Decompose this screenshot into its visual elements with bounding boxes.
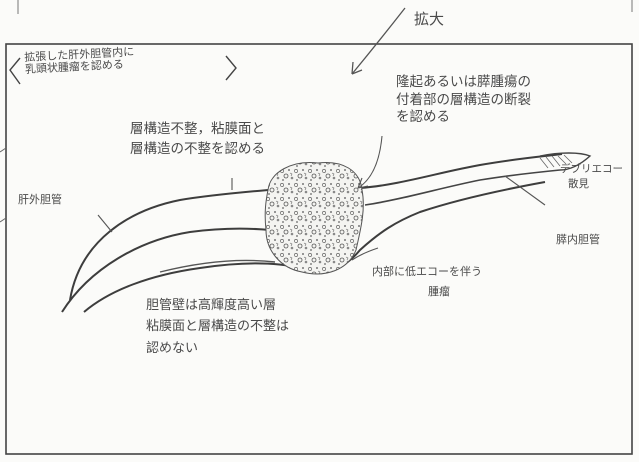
label-wall-note: 胆管壁は高輝度高い層 粘膜面と層構造の不整は 認めない bbox=[146, 295, 289, 359]
bracket-right bbox=[225, 55, 237, 81]
leader-lines bbox=[97, 135, 546, 261]
label-extrahepatic-duct: 肝外胆管 bbox=[18, 193, 62, 206]
bracket-left bbox=[9, 57, 21, 85]
label-debris-echo-line: デブリエコー bbox=[560, 163, 623, 175]
arrow-icon bbox=[351, 7, 406, 75]
mass-illustration bbox=[264, 161, 364, 275]
hatching bbox=[539, 154, 573, 169]
label-debris-echo-line: 散見 bbox=[568, 178, 589, 191]
label-internal-echo-line: 内部に低エコーを伴う bbox=[372, 265, 482, 278]
label-pancreatic-rupture-line: を認める bbox=[396, 109, 450, 126]
label-wall-note-line: 胆管壁は高輝度高い層 bbox=[146, 298, 277, 313]
label-enlarged: 拡大 bbox=[414, 10, 445, 28]
duct-outline-bottom-2 bbox=[159, 259, 276, 273]
duct-end bbox=[539, 152, 592, 171]
label-pancreatic-rupture-line: 隆起あるいは膵腫瘍の bbox=[396, 74, 531, 90]
label-internal-echo-line: 腫瘤 bbox=[428, 284, 450, 298]
duct-outline-upper-right-2 bbox=[364, 169, 561, 206]
label-wall-note-line: 粘膜面と層構造の不整は bbox=[146, 319, 290, 335]
tick-mark bbox=[0, 147, 7, 153]
label-pancreatic-rupture-line: 付着部の層構造の断裂 bbox=[396, 91, 531, 108]
label-pancreatic-rupture: 隆起あるいは膵腫瘍の 付着部の層構造の断裂 を認める bbox=[396, 74, 531, 127]
tick-mark bbox=[0, 217, 7, 223]
label-layer-irregular-line: 層構造の不整を認める bbox=[130, 140, 265, 157]
label-intrahepatic-duct: 膵内胆管 bbox=[556, 233, 600, 246]
label-debris-echo: デブリエコー 散見 bbox=[560, 162, 623, 192]
diagram-frame bbox=[5, 43, 633, 455]
label-internal-echo: 内部に低エコーを伴う 腫瘤 bbox=[372, 262, 482, 302]
duct-outline-upper-right bbox=[359, 153, 563, 189]
label-layer-irregular: 層構造不整，粘膜面と 層構造の不整を認める bbox=[130, 120, 265, 159]
label-layer-irregular-line: 層構造不整，粘膜面と bbox=[130, 121, 265, 137]
duct-outline-lower bbox=[61, 227, 271, 313]
label-wall-note-line: 認めない bbox=[146, 340, 199, 356]
duct-outline-upper bbox=[69, 189, 269, 301]
